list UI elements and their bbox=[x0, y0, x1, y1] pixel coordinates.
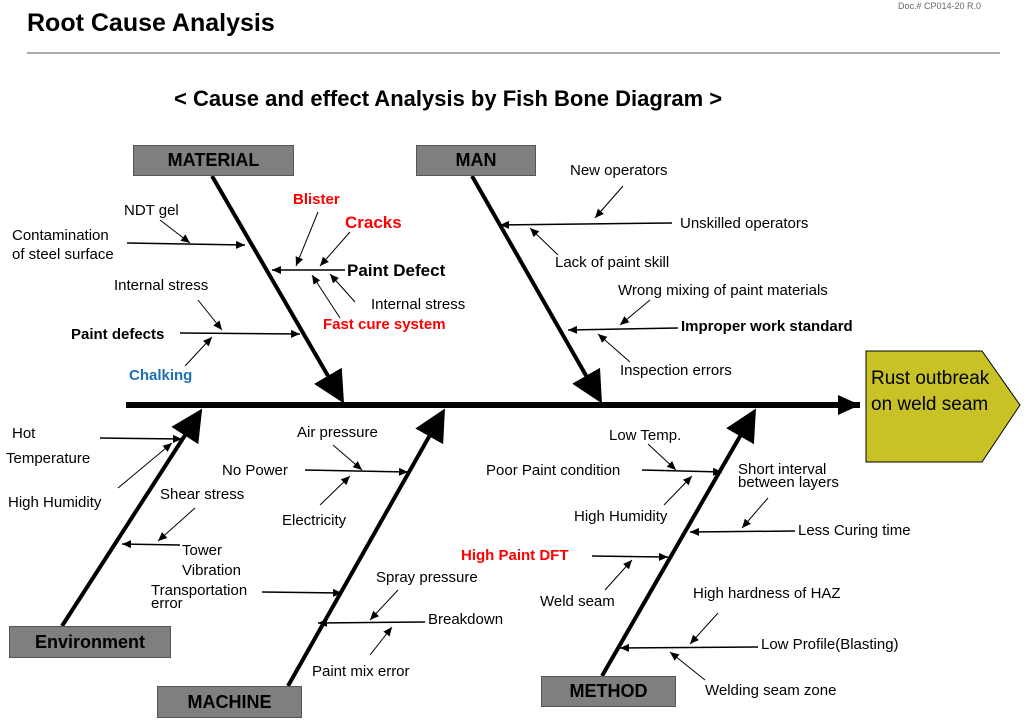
bone-machine bbox=[286, 408, 445, 687]
cause-less-curing: Less Curing time bbox=[798, 522, 911, 539]
cause-hot-line2: Temperature bbox=[6, 450, 91, 467]
cause-ndt-gel: NDT gel bbox=[124, 202, 179, 219]
arrow-fast-cure bbox=[311, 274, 341, 319]
cause-contamination-line2: of steel surface bbox=[12, 246, 114, 263]
cause-high-dft: High Paint DFT bbox=[461, 547, 569, 564]
arrow-less-curing bbox=[689, 527, 796, 536]
arrow-poor-condition bbox=[641, 467, 723, 476]
arrow-paint-defects bbox=[179, 329, 301, 338]
cause-internal-stress-b: Internal stress bbox=[371, 296, 466, 313]
category-environment: Environment bbox=[9, 626, 171, 658]
category-material: MATERIAL bbox=[133, 145, 294, 176]
cause-hot-line1: Hot bbox=[12, 425, 36, 442]
cause-no-power: No Power bbox=[222, 462, 288, 479]
cause-chalking: Chalking bbox=[129, 367, 193, 384]
cause-breakdown: Breakdown bbox=[428, 611, 504, 628]
arrow-breakdown bbox=[317, 618, 426, 627]
bone-environment bbox=[60, 408, 203, 628]
arrow-unskilled bbox=[499, 220, 673, 229]
cause-low-profile: Low Profile(Blasting) bbox=[761, 636, 899, 653]
document-number: Doc.# CP014-20 R.0 bbox=[898, 1, 982, 11]
bone-method bbox=[600, 408, 756, 677]
arrow-shear-stress bbox=[157, 507, 196, 542]
cause-tower-vibration-line1: Tower bbox=[182, 542, 223, 559]
arrow-internal-stress-a bbox=[197, 299, 223, 331]
arrow-high-hardness bbox=[689, 612, 719, 645]
arrow-blister bbox=[295, 211, 319, 267]
arrow-new-operators bbox=[594, 185, 624, 219]
arrow-high-humidity-method bbox=[663, 475, 693, 506]
cause-poor-condition: Poor Paint condition bbox=[486, 462, 621, 479]
cause-improper-standard: Improper work standard bbox=[681, 318, 853, 335]
cause-wrong-mixing: Wrong mixing of paint materials bbox=[618, 282, 828, 299]
category-man: MAN bbox=[416, 145, 536, 176]
arrow-low-profile bbox=[619, 643, 759, 652]
arrow-low-temp bbox=[647, 443, 677, 471]
cause-electricity: Electricity bbox=[282, 512, 347, 529]
arrow-internal-stress-b bbox=[329, 273, 356, 303]
arrow-cracks bbox=[319, 231, 351, 267]
cause-internal-stress-a: Internal stress bbox=[114, 277, 209, 294]
arrow-paint-mix-error bbox=[369, 626, 393, 656]
cause-shear-stress: Shear stress bbox=[160, 486, 245, 503]
arrow-hot-temperature bbox=[99, 434, 183, 443]
cause-transportation-line2: error bbox=[151, 595, 183, 612]
cause-paint-mix-error: Paint mix error bbox=[312, 663, 410, 680]
page-title: Root Cause Analysis bbox=[27, 9, 275, 37]
arrow-improper-standard bbox=[567, 325, 679, 334]
arrow-welding-zone bbox=[669, 651, 706, 681]
arrow-chalking bbox=[184, 336, 213, 367]
cause-new-operators: New operators bbox=[570, 162, 668, 179]
diagram-title: < Cause and effect Analysis by Fish Bone… bbox=[174, 86, 723, 111]
cause-high-humidity-env: High Humidity bbox=[8, 494, 102, 511]
arrow-weld-seam bbox=[604, 559, 633, 591]
cause-air-pressure: Air pressure bbox=[297, 424, 378, 441]
arrow-inspection-errors bbox=[597, 333, 631, 363]
cause-paint-defect: Paint Defect bbox=[347, 261, 446, 280]
cause-blister: Blister bbox=[293, 191, 340, 208]
arrow-lack-skill bbox=[529, 227, 559, 256]
arrow-high-humidity-env bbox=[117, 442, 173, 489]
arrow-air-pressure bbox=[332, 444, 363, 471]
cause-high-hardness: High hardness of HAZ bbox=[693, 585, 841, 602]
category-machine: MACHINE bbox=[157, 686, 302, 718]
cause-weld-seam: Weld seam bbox=[540, 593, 615, 610]
arrow-high-dft bbox=[591, 552, 669, 561]
cause-high-humidity-method: High Humidity bbox=[574, 508, 668, 525]
cause-tower-vibration-line2: Vibration bbox=[182, 562, 241, 579]
cause-inspection-errors: Inspection errors bbox=[620, 362, 732, 379]
cause-lack-skill: Lack of paint skill bbox=[555, 254, 670, 271]
cause-contamination-line1: Contamination bbox=[12, 227, 109, 244]
arrow-wrong-mixing bbox=[619, 299, 651, 326]
arrow-contamination bbox=[126, 240, 246, 249]
cause-welding-zone: Welding seam zone bbox=[705, 682, 837, 699]
cause-short-interval-line2: between layers bbox=[738, 474, 839, 491]
category-method: METHOD bbox=[541, 676, 676, 707]
cause-unskilled: Unskilled operators bbox=[680, 215, 809, 232]
cause-cracks: Cracks bbox=[345, 213, 402, 232]
bone-man bbox=[470, 175, 602, 404]
effect-label: Rust outbreak on weld seam bbox=[871, 368, 990, 415]
cause-fast-cure: Fast cure system bbox=[323, 316, 446, 333]
effect-box bbox=[865, 350, 1021, 463]
arrow-transportation bbox=[261, 588, 343, 597]
arrow-electricity bbox=[319, 475, 351, 506]
arrow-ndt-gel bbox=[159, 219, 191, 244]
cause-paint-defects: Paint defects bbox=[71, 326, 165, 343]
arrow-no-power bbox=[304, 467, 409, 476]
cause-spray-pressure: Spray pressure bbox=[376, 569, 478, 586]
arrow-short-interval bbox=[741, 497, 769, 529]
bone-material bbox=[210, 174, 345, 404]
cause-transportation-line1: Transportation bbox=[151, 582, 248, 599]
cause-short-interval-line1: Short interval bbox=[738, 461, 827, 478]
cause-low-temp: Low Temp. bbox=[609, 427, 682, 444]
arrow-spray-pressure bbox=[369, 589, 399, 621]
arrow-tower-vibration bbox=[121, 540, 181, 549]
